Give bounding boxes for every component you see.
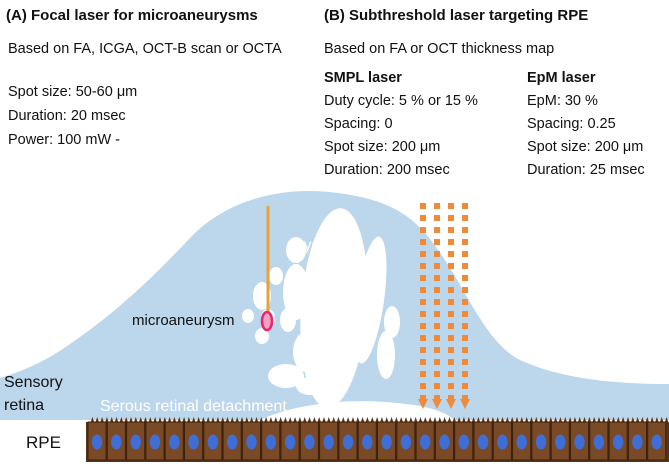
rpe-nucleus [91,434,103,450]
cyst [384,306,400,338]
rpe-nucleus [207,434,219,450]
smpl-param: Duration: 200 msec [324,162,450,178]
rpe-nucleus [458,434,469,450]
panel-b-title: (B) Subthreshold laser targeting RPE [324,7,589,24]
rpe-nucleus [149,434,161,450]
epm-heading: EpM laser [527,70,596,86]
panel-a-param: Duration: 20 msec [8,108,126,124]
cysts-label: Cysts [292,237,332,254]
rpe-label: RPE [26,433,61,452]
cyst [269,267,283,285]
rpe-nucleus [246,434,257,450]
rpe-nucleus [535,434,547,450]
cyst [255,328,269,344]
rpe-nucleus [497,434,508,450]
rpe-nucleus [477,434,489,450]
epm-param: Spacing: 0.25 [527,116,616,132]
rpe-layer [86,417,669,462]
detachment-label: Serous retinal detachment [100,398,287,415]
serous-detachment-area [260,401,455,420]
rpe-nucleus [265,434,276,450]
rpe-nucleus [362,434,373,450]
cyst [296,377,324,395]
smpl-param: Spot size: 200 μm [324,139,441,155]
smpl-heading: SMPL laser [324,70,402,86]
cyst [377,331,395,379]
rpe-nucleus [227,434,238,450]
panel-a-param: Spot size: 50-60 μm [8,84,138,100]
sensory-label-line2: retina [4,397,45,414]
rpe-nucleus [169,434,180,450]
rpe-nucleus [516,434,527,450]
sensory-label-line1: Sensory [4,374,63,391]
cyst [286,237,306,263]
rpe-nucleus [284,434,296,450]
epm-param: EpM: 30 % [527,93,598,109]
rpe-nucleus [420,434,431,450]
rpe-nucleus [651,434,662,450]
rpe-nucleus [593,434,604,450]
panel-a-title: (A) Focal laser for microaneurysms [6,7,258,24]
cyst [268,364,304,388]
rpe-nucleus [612,434,624,450]
rpe-nucleus [304,434,315,450]
subthreshold-laser-beams [418,203,470,409]
cyst [280,308,296,332]
microaneurysm-marker [260,310,274,332]
rpe-nucleus [574,434,585,450]
epm-param: Duration: 25 msec [527,162,645,178]
rpe-nucleus [381,434,392,450]
rpe-nucleus [323,434,334,450]
rpe-nucleus [400,434,412,450]
panel-a-param: Power: 100 mW - [8,132,120,148]
cyst [283,264,309,320]
rpe-nucleus [342,434,354,450]
rpe-nucleus [439,434,450,450]
epm-param: Spot size: 200 μm [527,139,644,155]
panel-a-basis: Based on FA, ICGA, OCT-B scan or OCTA [8,41,282,57]
smpl-param: Spacing: 0 [324,116,393,132]
rpe-nucleus [130,434,141,450]
smpl-param: Duty cycle: 5 % or 15 % [324,93,478,109]
panel-b-basis: Based on FA or OCT thickness map [324,41,555,57]
cyst [353,236,387,364]
rpe-nucleus [632,434,643,450]
cyst [293,332,319,372]
rpe-nucleus [111,434,122,450]
rpe-nucleus [188,434,199,450]
rpe-nucleus [555,434,566,450]
microaneurysm-label: microaneurysm [132,312,235,329]
cyst [242,309,254,323]
